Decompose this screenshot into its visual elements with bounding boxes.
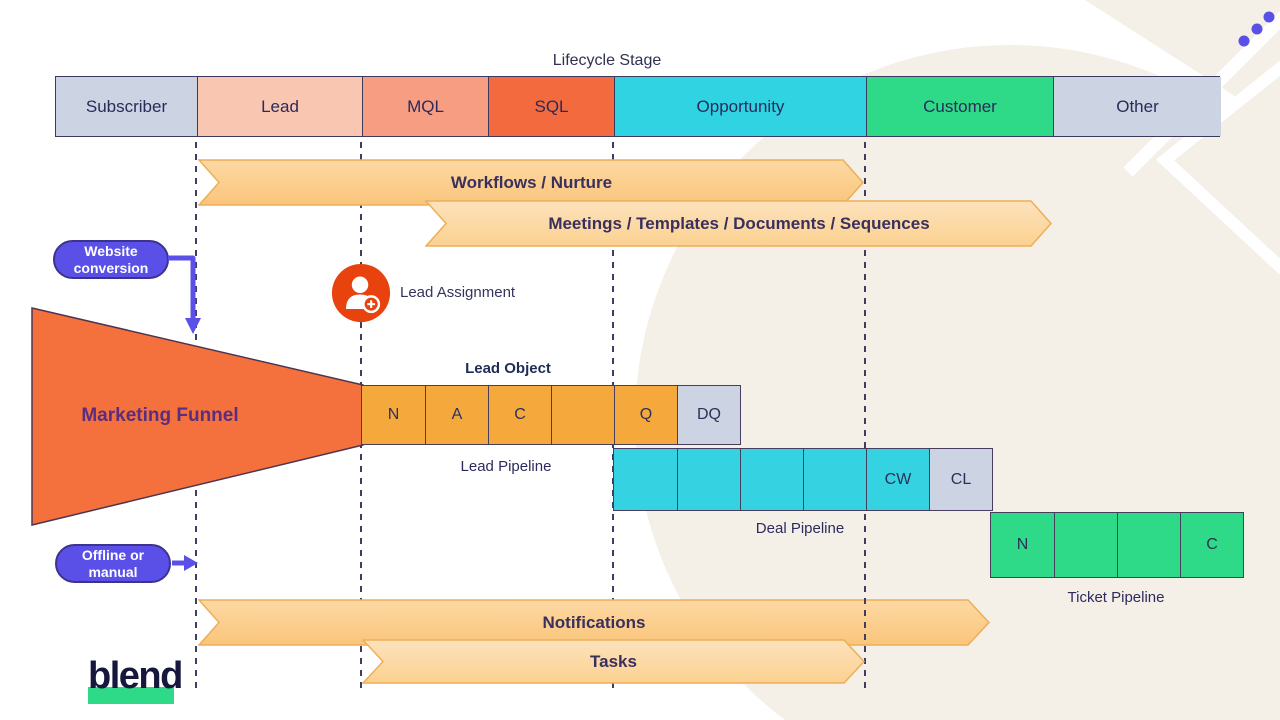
banner-notifications-label: Notifications (542, 612, 646, 632)
lead-cell-disqualified: DQ (677, 386, 740, 444)
banner-meetings: Meetings / Templates / Documents / Seque… (425, 200, 1053, 247)
lead-assignment-label: Lead Assignment (400, 284, 516, 301)
ticket-cell-new: N (991, 513, 1054, 577)
banner-tasks-label: Tasks (590, 651, 637, 671)
blend-logo: blend (88, 652, 183, 708)
stage-opportunity: Opportunity (614, 77, 866, 136)
offline-manual-badge: Offline or manual (55, 544, 171, 583)
banner-notifications-shape (198, 599, 990, 646)
deal-cell-3 (740, 449, 803, 510)
website-conversion-badge: Website conversion (53, 240, 169, 279)
lead-cell-qualified: Q (614, 386, 677, 444)
stage-other: Other (1053, 77, 1221, 136)
deal-cell-1 (614, 449, 677, 510)
lead-object-row: N A C Q DQ (361, 385, 741, 445)
deal-pipeline-caption: Deal Pipeline (755, 520, 845, 537)
deal-cell-closed-won: CW (866, 449, 929, 510)
banner-notifications: Notifications (198, 599, 990, 646)
purple-dot (1263, 11, 1275, 23)
stage-subscriber: Subscriber (56, 77, 197, 136)
stage-customer: Customer (866, 77, 1053, 136)
beige-corner-patch (1230, 662, 1280, 720)
marketing-funnel-shape (31, 307, 364, 526)
banner-workflows: Workflows / Nurture (198, 159, 865, 206)
banner-meetings-shape (425, 200, 1053, 247)
banner-meetings-label: Meetings / Templates / Documents / Seque… (548, 213, 930, 233)
beige-corner (1085, 0, 1280, 125)
lifecycle-stage-title: Lifecycle Stage (552, 52, 662, 69)
lead-cell-blank (551, 386, 614, 444)
purple-dot (1251, 23, 1263, 35)
deal-pipeline-row: CW CL (613, 448, 993, 511)
ticket-pipeline-row: N C (990, 512, 1244, 578)
lead-assignment-icon (331, 263, 391, 323)
stage-sql: SQL (488, 77, 614, 136)
white-triangle (1155, 60, 1280, 275)
stage-lead: Lead (197, 77, 362, 136)
lead-object-title: Lead Object (465, 360, 551, 377)
lead-cell-attempting: A (425, 386, 488, 444)
dashed-line-customer (864, 142, 866, 690)
ticket-cell-2 (1054, 513, 1117, 577)
lifecycle-stage-row: Subscriber Lead MQL SQL Opportunity Cust… (55, 76, 1221, 137)
lead-cell-new: N (362, 386, 425, 444)
ticket-pipeline-caption: Ticket Pipeline (1067, 589, 1165, 606)
marketing-funnel-label: Marketing Funnel (81, 405, 239, 426)
deal-cell-closed-lost: CL (929, 449, 992, 510)
banner-workflows-label: Workflows / Nurture (450, 172, 613, 192)
blend-logo-text: blend (88, 655, 183, 697)
lead-cell-connected: C (488, 386, 551, 444)
blend-logo-underline (88, 687, 174, 704)
deal-cell-2 (677, 449, 740, 510)
ticket-cell-3 (1117, 513, 1180, 577)
banner-tasks-shape (362, 639, 865, 684)
lead-pipeline-caption: Lead Pipeline (460, 458, 552, 475)
stage-mql: MQL (362, 77, 488, 136)
banner-tasks: Tasks (362, 639, 865, 684)
deal-cell-4 (803, 449, 866, 510)
ticket-cell-closed: C (1180, 513, 1243, 577)
purple-dot (1238, 35, 1250, 47)
